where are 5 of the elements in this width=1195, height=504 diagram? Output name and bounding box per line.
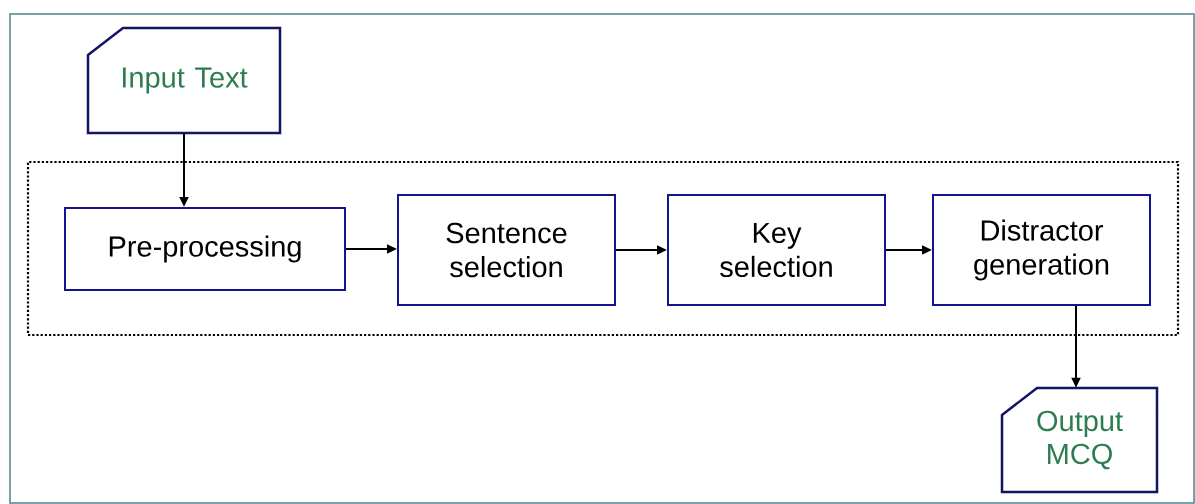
process-box: Distractor generation [932,194,1151,306]
dotted-group-box [26,160,1180,337]
process-box: Sentence selection [397,194,616,306]
process-box: Pre-processing [64,207,346,291]
process-box: Key selection [667,194,886,306]
